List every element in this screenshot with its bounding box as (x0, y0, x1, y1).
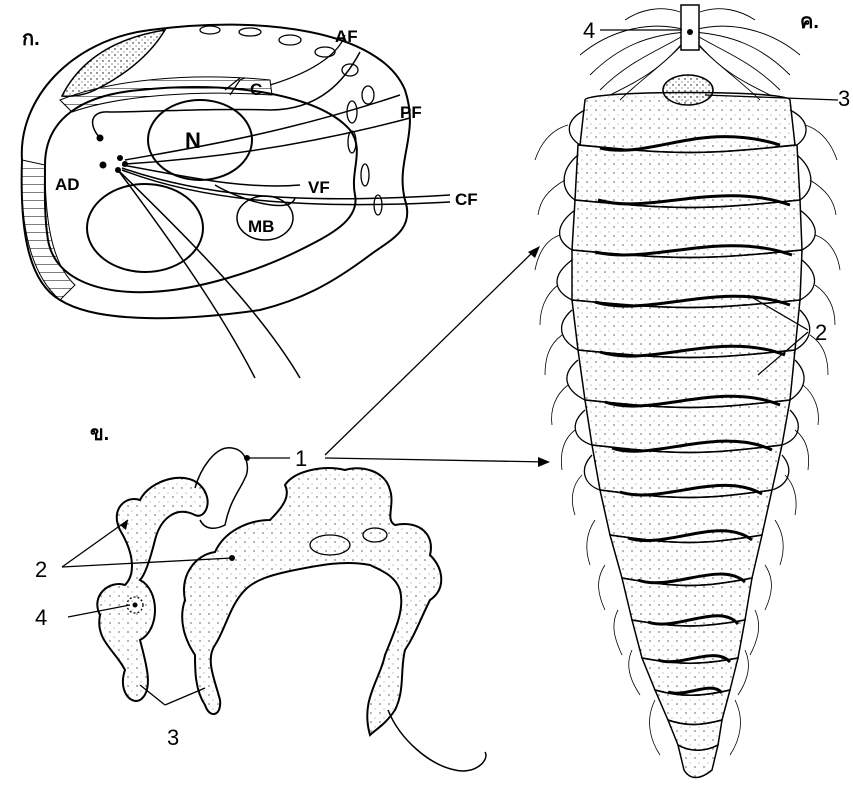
label-pf: PF (400, 103, 422, 122)
label-4-left: 4 (35, 605, 47, 630)
label-2-left: 2 (35, 557, 47, 582)
label-4-right: 4 (583, 18, 595, 43)
flagella (93, 52, 450, 378)
label-3-left: 3 (167, 725, 179, 750)
panel-label-b: ข. (90, 423, 109, 445)
label-c: C (250, 80, 262, 99)
label-mb: MB (248, 217, 274, 236)
label-1: 1 (295, 446, 307, 471)
label-vf: VF (308, 178, 330, 197)
label-3-right: 3 (838, 86, 850, 111)
label-cf: CF (455, 190, 478, 209)
organism-right (182, 468, 441, 735)
panel-b-trophozoites: ข. 1 2 4 3 (35, 246, 550, 771)
panel-c-larva: ค. 4 3 2 (535, 5, 850, 778)
label-n: N (185, 128, 201, 153)
label-af: AF (335, 27, 358, 46)
panel-label-c: ค. (800, 11, 819, 33)
cell-outer-body (22, 25, 410, 319)
posterior-flagellum-lower (125, 118, 410, 164)
caudal-flagellum-2 (122, 170, 450, 205)
organism-right-flagellum (388, 710, 486, 771)
trailing-flagellum-2 (120, 172, 300, 378)
larva-head (681, 5, 699, 50)
trailing-flagellum-1 (118, 170, 255, 378)
ventral-flagellum (122, 165, 300, 186)
panel-a-cell-diagram: AF C PF N AD VF CF MB (22, 25, 478, 378)
label-ad: AD (55, 175, 80, 194)
body-segments (572, 93, 802, 778)
basal-bodies (97, 135, 129, 174)
panel-label-a: ก. (22, 28, 40, 50)
label-2-right: 2 (815, 320, 827, 345)
posterior-flagellum-upper (125, 95, 400, 160)
